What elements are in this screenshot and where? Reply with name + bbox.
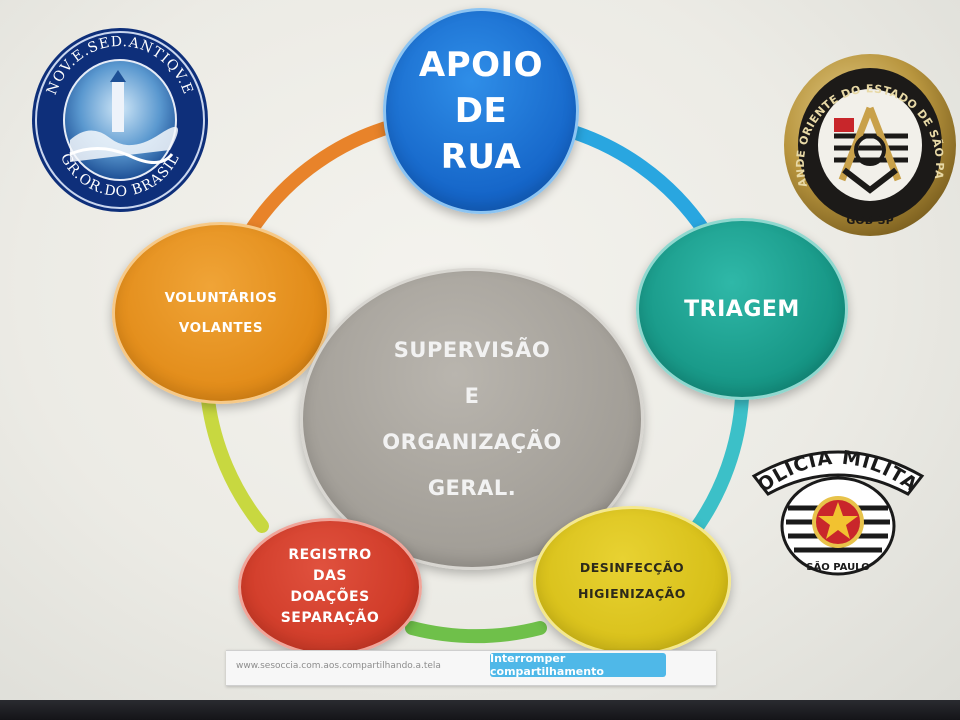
node-registro-doacoes: REGISTRO DAS DOAÇÕES SEPARAÇÃO xyxy=(238,518,422,656)
share-info-text: www.sesoccia.com.aos.compartilhando.a.te… xyxy=(236,661,441,671)
node-label: DE xyxy=(454,91,508,131)
seal-abbr: GOB-SP xyxy=(846,214,893,227)
lighthouse-seal-icon: NOV.E.SED.ANTIQV.E GR.OR.DO BRASIL xyxy=(32,28,208,212)
node-label: REGISTRO xyxy=(288,547,372,563)
node-label: DOAÇÕES xyxy=(290,589,370,605)
monitor-bezel xyxy=(0,700,960,720)
node-label: TRIAGEM xyxy=(684,296,800,322)
node-label: HIGIENIZAÇÃO xyxy=(578,586,686,601)
stop-sharing-button[interactable]: Interromper compartilhamento xyxy=(490,652,666,678)
square-compass-icon: GRANDE ORIENTE DO ESTADO DE SÃO PAULO GO… xyxy=(782,52,956,236)
node-label: SUPERVISÃO xyxy=(393,338,551,362)
node-label: APOIO xyxy=(418,45,544,85)
ring-arc-teal xyxy=(688,391,749,537)
node-triagem: TRIAGEM xyxy=(636,218,848,400)
node-label: E xyxy=(464,384,480,408)
node-desinfeccao-higienizacao: DESINFECÇÃO HIGIENIZAÇÃO xyxy=(533,506,731,656)
node-label: VOLANTES xyxy=(178,320,264,336)
node-label: DESINFECÇÃO xyxy=(579,560,685,575)
node-label: VOLUNTÁRIOS xyxy=(164,290,278,306)
node-label: GERAL. xyxy=(427,476,517,500)
node-label: ORGANIZAÇÃO xyxy=(382,430,562,454)
screen-share-bar: www.sesoccia.com.aos.compartilhando.a.te… xyxy=(226,650,716,686)
node-voluntarios-volantes: VOLUNTÁRIOS VOLANTES xyxy=(112,222,330,404)
ring-arc-yellow xyxy=(201,393,269,533)
node-label: SEPARAÇÃO xyxy=(280,610,380,626)
node-apoio-de-rua: APOIO DE RUA xyxy=(383,8,579,214)
ring-arc-green xyxy=(405,621,547,644)
pm-subtitle: SÃO PAULO xyxy=(806,560,869,573)
node-label: DAS xyxy=(312,568,348,584)
node-label: RUA xyxy=(440,137,522,177)
ring-arc-blue xyxy=(553,121,712,239)
ring-arc-orange xyxy=(243,121,393,239)
